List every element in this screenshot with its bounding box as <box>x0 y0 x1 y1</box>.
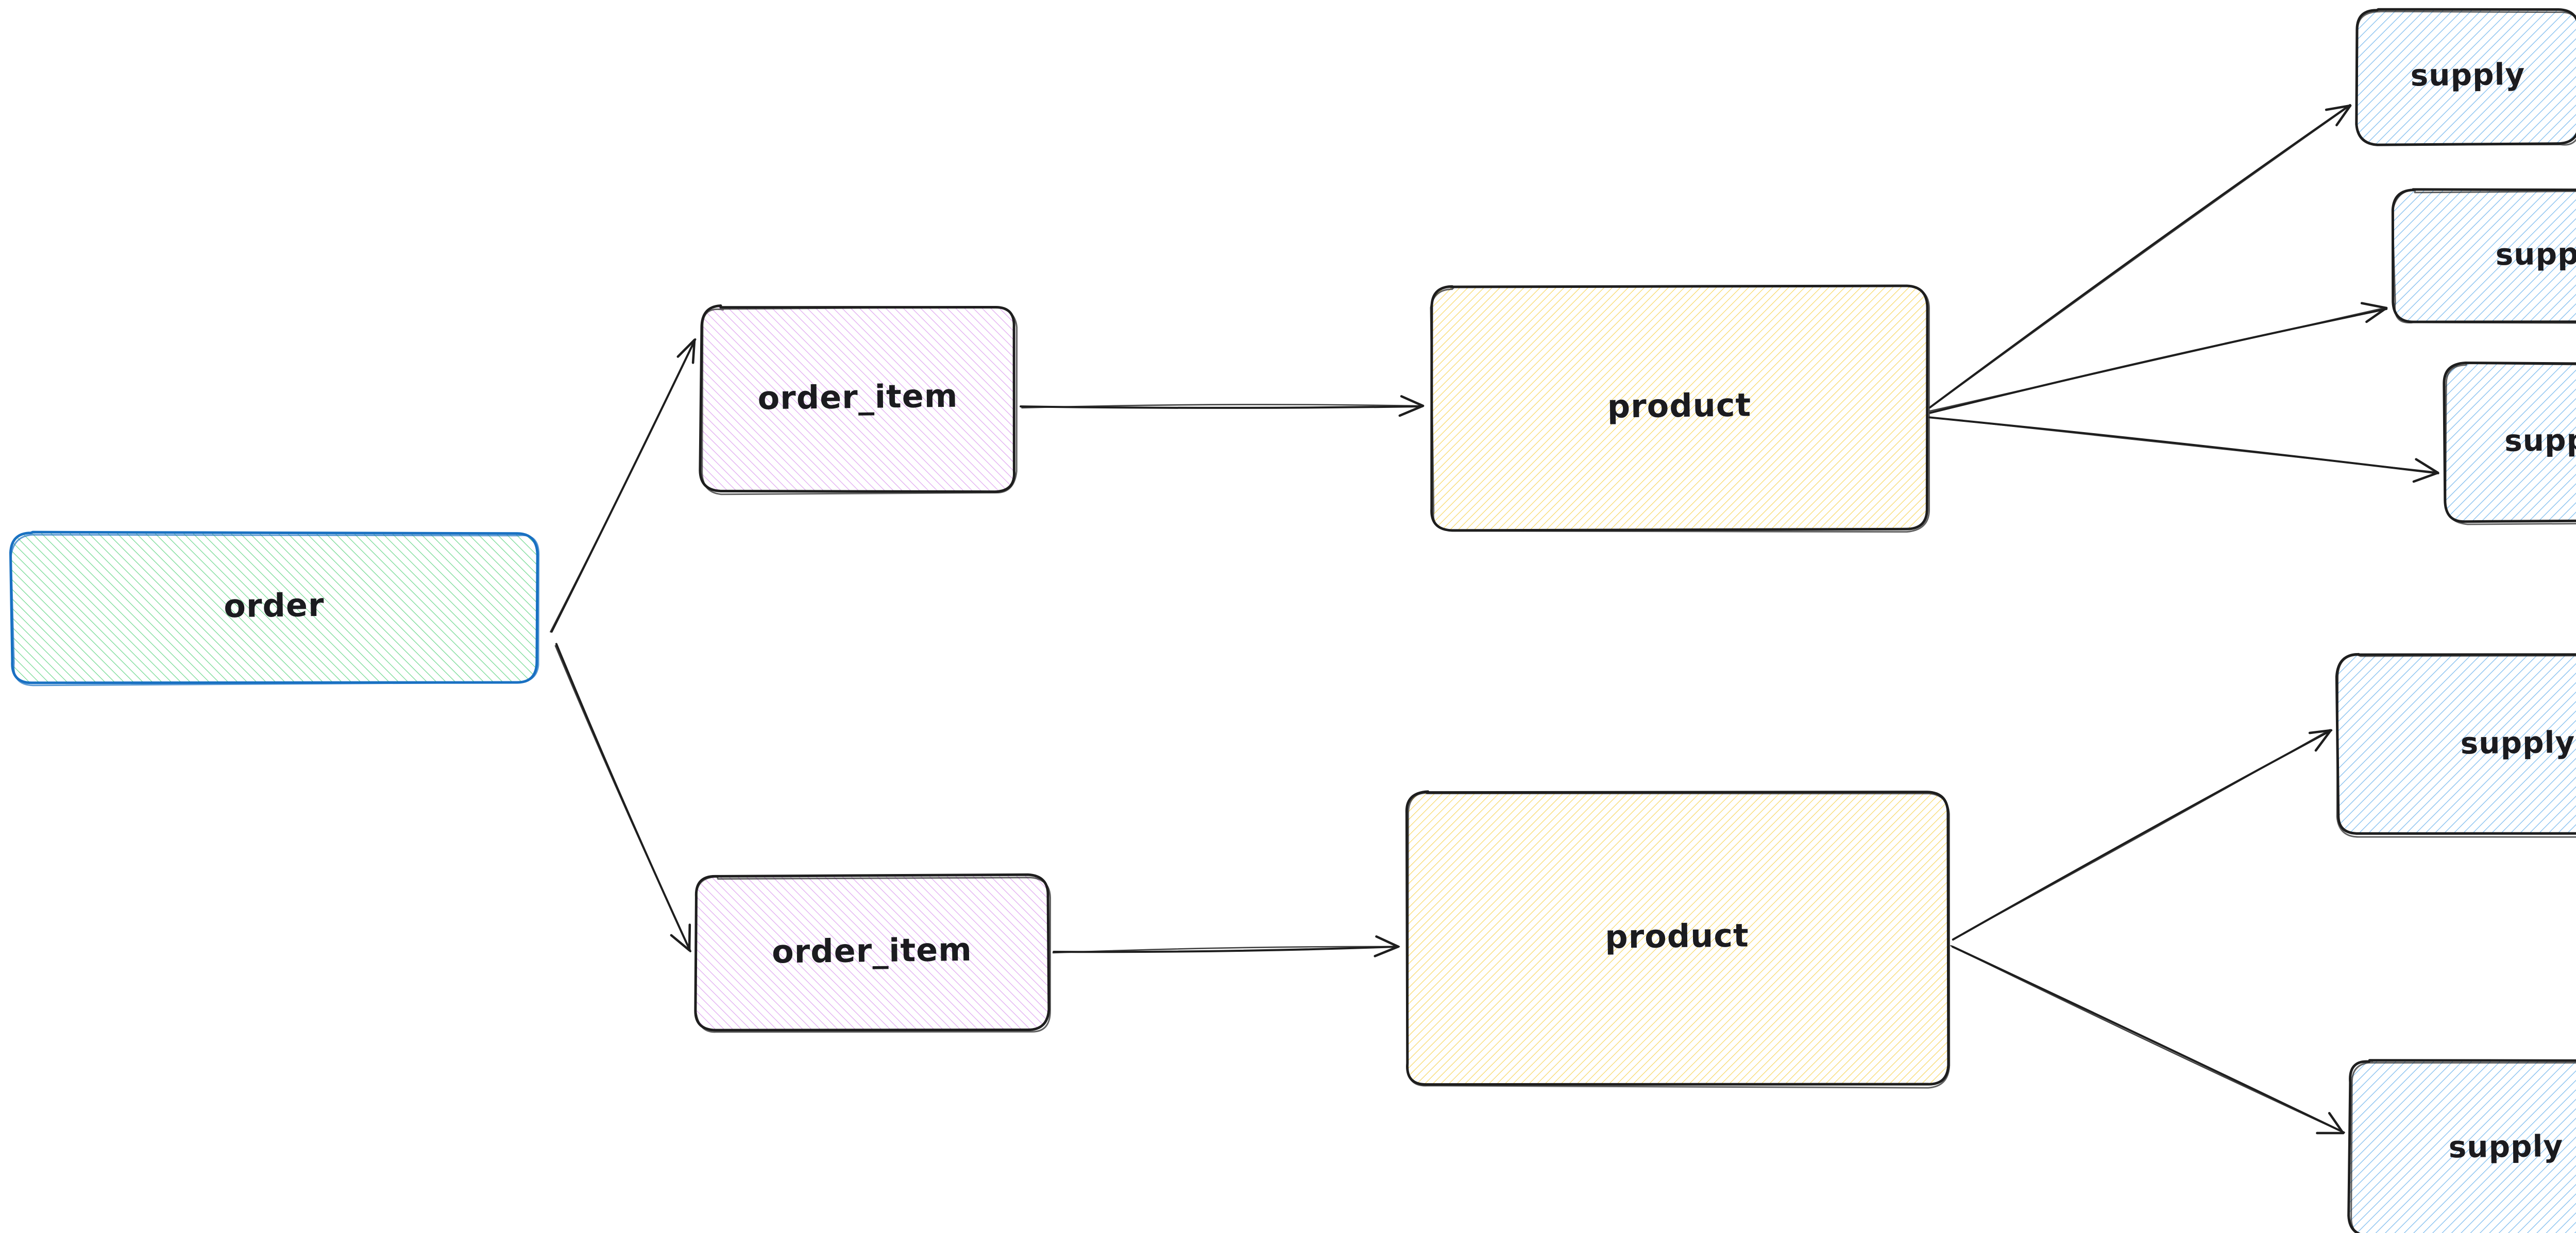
arrowhead-stroke <box>1400 395 1425 407</box>
node-label: order_item <box>757 377 958 417</box>
node-label: product <box>1605 917 1749 956</box>
node-supply_2[interactable]: supply <box>2391 188 2576 324</box>
node-outline <box>2392 189 2576 324</box>
edge-stroke <box>1053 945 1399 953</box>
node-label: product <box>1607 386 1751 425</box>
edge-order-to-order_item_1[interactable] <box>550 338 697 633</box>
arrowhead-stroke <box>1398 404 1425 417</box>
arrowhead-stroke <box>2415 458 2439 474</box>
node-layer: orderorder_itemorder_itemproductproducts… <box>9 8 2576 1233</box>
node-fill <box>2444 363 2576 522</box>
node-order[interactable]: order <box>9 530 540 687</box>
edge-stroke <box>1020 405 1423 409</box>
edge-product_1-to-supply_3[interactable] <box>1928 416 2439 483</box>
node-fill <box>2336 654 2576 833</box>
node-label: order <box>224 586 325 625</box>
node-outline <box>9 530 539 684</box>
node-fill <box>695 874 1049 1031</box>
node-order_item_1[interactable]: order_item <box>699 304 1018 495</box>
node-outline <box>1406 792 1951 1089</box>
node-supply_5[interactable]: supply <box>2347 1059 2576 1233</box>
node-supply_3[interactable]: supply <box>2443 361 2576 525</box>
node-outline <box>2391 188 2576 323</box>
arrowhead-stroke <box>2314 729 2332 752</box>
arrowhead-stroke <box>2308 729 2332 734</box>
node-outline <box>2350 1061 2576 1233</box>
arrowhead-stroke <box>688 923 691 952</box>
node-supply_1[interactable]: supply <box>2355 8 2576 146</box>
node-outline <box>2443 361 2576 523</box>
node-order_item_2[interactable]: order_item <box>694 873 1052 1033</box>
node-outline <box>2336 654 2576 838</box>
node-fill <box>1406 791 1949 1085</box>
edge-product_2-to-supply_4[interactable] <box>1952 729 2333 941</box>
edge-order_item_1-to-product_1[interactable] <box>1020 395 1425 417</box>
arrowhead-stroke <box>2412 471 2439 483</box>
node-outline <box>694 876 1052 1033</box>
node-outline <box>2445 362 2576 525</box>
node-outline <box>1430 284 1929 532</box>
arrowhead-stroke <box>2328 1112 2345 1135</box>
node-outline <box>2356 10 2576 146</box>
node-label: supply <box>2460 725 2575 761</box>
arrowhead-stroke <box>676 338 696 358</box>
node-outline <box>1430 285 1930 533</box>
node-label: supply <box>2410 57 2525 93</box>
node-fill <box>2393 189 2576 322</box>
node-label: supply <box>2448 1128 2563 1164</box>
arrowhead-stroke <box>2335 104 2352 127</box>
edge-order-to-order_item_2[interactable] <box>554 643 691 952</box>
node-label: order_item <box>772 931 973 971</box>
node-fill <box>700 305 1014 492</box>
node-outline <box>701 306 1018 495</box>
node-outline <box>10 534 540 687</box>
edge-stroke <box>1052 946 1400 954</box>
node-fill <box>10 532 538 683</box>
node-outline <box>2335 653 2576 835</box>
edge-stroke <box>550 339 696 633</box>
arrowhead-stroke <box>691 338 696 364</box>
arrowhead-stroke <box>2365 306 2388 323</box>
edge-product_1-to-supply_1[interactable] <box>1929 104 2352 409</box>
edge-stroke <box>1929 416 2439 473</box>
node-product_1[interactable]: product <box>1430 284 1930 533</box>
node-outline <box>2347 1059 2576 1233</box>
edge-stroke <box>1950 945 2344 1133</box>
arrowhead-stroke <box>670 934 691 952</box>
edge-stroke <box>554 645 691 951</box>
edge-stroke <box>1952 729 2331 940</box>
node-fill <box>2348 1060 2576 1233</box>
node-supply_4[interactable]: supply <box>2335 653 2576 838</box>
edge-stroke <box>1929 104 2351 408</box>
node-fill <box>2356 9 2576 145</box>
arrowhead-stroke <box>2360 302 2388 310</box>
node-product_2[interactable]: product <box>1405 790 1951 1089</box>
edge-order_item_2-to-product_2[interactable] <box>1052 935 1400 957</box>
arrowhead-stroke <box>2325 104 2352 111</box>
edge-product_1-to-supply_2[interactable] <box>1929 302 2388 414</box>
arrowhead-stroke <box>1374 945 1400 957</box>
edge-stroke <box>1951 946 2345 1134</box>
node-label: supply <box>2495 236 2576 272</box>
edge-layer <box>550 104 2439 1135</box>
arrowhead-stroke <box>1375 935 1400 948</box>
edge-stroke <box>1929 105 2351 409</box>
edge-product_2-to-supply_5[interactable] <box>1950 945 2345 1135</box>
edge-stroke <box>1929 307 2386 412</box>
node-label: supply <box>2504 422 2576 458</box>
node-fill <box>1431 285 1928 531</box>
edge-stroke <box>1021 404 1424 409</box>
